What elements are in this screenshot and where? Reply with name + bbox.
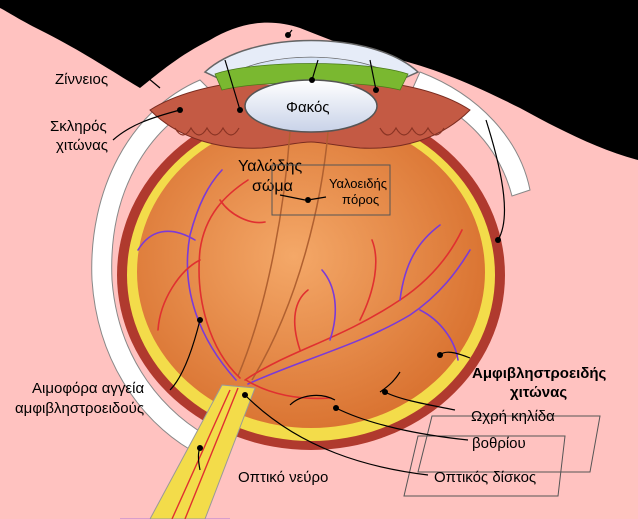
label-sclera-line2: χιτώνας [56,137,108,154]
optic-nerve-core [171,387,239,519]
label-optic-nerve: Οπτικό νεύρο [238,469,328,486]
label-fovea: βοθρίου [472,435,526,452]
label-retina-line1: Αμφιβληστροειδής [472,365,607,382]
label-optic-disc: Οπτικός δίσκος [434,469,536,486]
label-hyaloid-line2: πόρος [342,192,379,207]
label-hyaloid-line1: Υαλοειδής [329,176,387,191]
label-macula: Ωχρή κηλίδα [471,408,555,425]
label-zonules: Ζίννειος [55,71,108,88]
label-retina-line2: χιτώνας [510,384,567,401]
disc-bracket [403,435,566,497]
macula-marker [289,371,401,406]
retina-bracket [417,415,601,473]
hyaloid-label-box [271,164,391,216]
retinal-vessels [137,169,471,400]
vitreous-body [137,116,485,428]
label-sclera-line1: Σκληρός [50,118,107,135]
eyelid-silhouette [0,0,638,160]
hyaloid-canal [237,131,329,381]
label-vessels-line2: αμφιβληστροειδούς [15,400,144,417]
ciliary-scallops [174,126,445,136]
label-vitreous-line1: Υαλώδης [238,158,303,175]
zonule-fibers [214,63,409,91]
label-vessels-line1: Αιμοφόρα αγγεία [32,380,144,397]
label-lens: Φακός [286,99,330,116]
leader-lines [112,29,506,476]
